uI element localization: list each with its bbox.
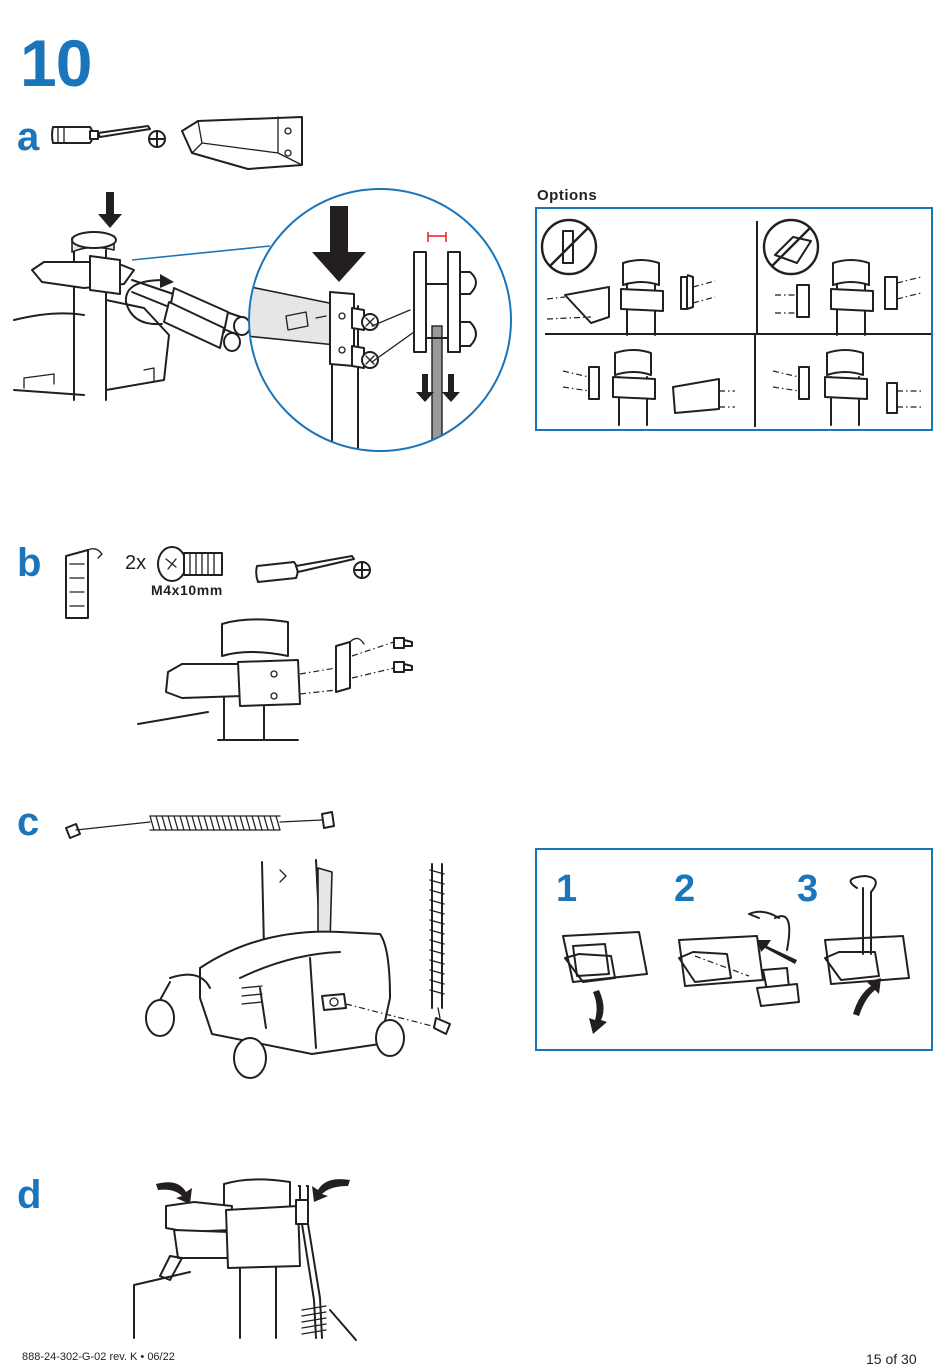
detail-zoom-illustration	[246, 186, 514, 454]
cable-bracket-icon	[62, 546, 112, 622]
screw-size-label: M4x10mm	[151, 582, 223, 598]
phillips-screwdriver-icon	[254, 548, 379, 586]
cable-clip-steps-illustration	[535, 848, 933, 1051]
bracket-install-illustration	[138, 612, 428, 742]
cable-routing-illustration	[130, 1170, 360, 1340]
cable-bracket-icon	[178, 113, 308, 173]
substep-a-label: a	[17, 117, 39, 157]
screw-quantity: 2x	[125, 552, 146, 575]
step-number: 10	[20, 30, 91, 96]
options-illustrations	[535, 207, 933, 431]
substep-b-label: b	[17, 543, 41, 583]
m4-screw-icon	[156, 545, 228, 583]
document-id: 888-24-302-G-02 rev. K • 06/22	[22, 1351, 175, 1363]
substep-d-label: d	[17, 1175, 41, 1215]
phillips-screwdriver-icon	[50, 113, 175, 155]
substep-c-label: c	[17, 802, 39, 842]
cart-base-illustration	[140, 858, 460, 1080]
options-title: Options	[537, 187, 597, 204]
coiled-power-cable-icon	[64, 808, 339, 842]
page-number: 15 of 30	[866, 1351, 917, 1367]
column-bracket-illustration	[14, 190, 254, 402]
